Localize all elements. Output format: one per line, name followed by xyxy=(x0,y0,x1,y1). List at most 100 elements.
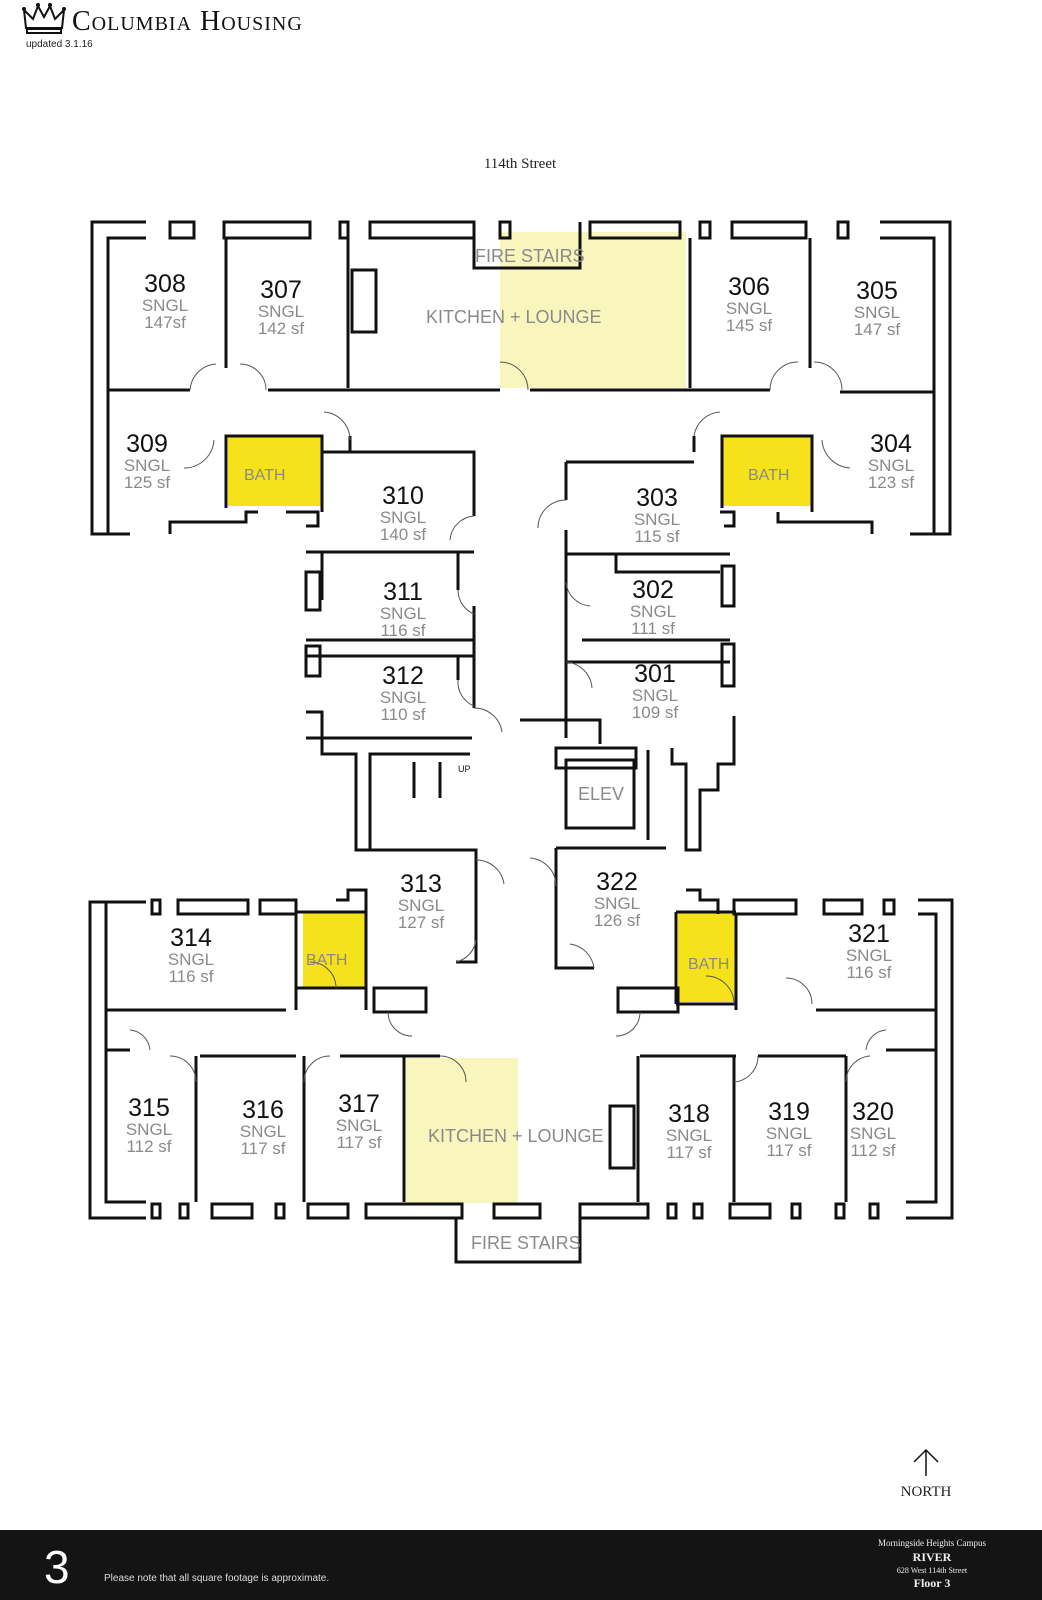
room-number: 307 xyxy=(260,276,302,304)
room-type: SNGL xyxy=(631,686,679,705)
room-number: 310 xyxy=(382,482,424,510)
fire-stairs-bottom-label: FIRE STAIRS xyxy=(471,1233,581,1253)
room-number: 320 xyxy=(852,1098,894,1126)
room-number: 316 xyxy=(242,1096,284,1124)
room-sf: 109 sf xyxy=(631,703,679,722)
footer-bar: 3 Please note that all square footage is… xyxy=(0,1530,1042,1600)
room-sf: 126 sf xyxy=(593,911,641,930)
floor-number: 3 xyxy=(44,1541,70,1593)
floor-plan xyxy=(88,220,954,1264)
room-type: SNGL xyxy=(867,456,915,475)
room-sf: 147 sf xyxy=(853,320,901,339)
room-sf: 116 sf xyxy=(168,967,214,986)
room-number: 314 xyxy=(170,924,212,952)
room-type: SNGL xyxy=(725,299,773,318)
bath-bottom-left-label: BATH xyxy=(306,952,348,969)
room-319: 319 SNGL 117 sf xyxy=(752,1098,826,1160)
room-306: 306 SNGL 145 sf xyxy=(712,273,786,335)
room-type: SNGL xyxy=(335,1116,383,1135)
campus-name: Morningside Heights Campus xyxy=(878,1538,986,1548)
room-321: 321 SNGL 116 sf xyxy=(832,920,906,982)
room-303: 303 SNGL 115 sf xyxy=(620,484,694,546)
updated-date: updated 3.1.16 xyxy=(26,39,93,50)
room-sf: 145 sf xyxy=(725,316,773,335)
room-sf: 111 sf xyxy=(631,619,675,638)
room-sf: 147sf xyxy=(144,313,186,332)
room-number: 303 xyxy=(636,484,678,512)
building-info: Morningside Heights Campus RIVER 628 Wes… xyxy=(842,1538,1022,1591)
room-type: SNGL xyxy=(257,302,305,321)
room-number: 321 xyxy=(848,920,890,948)
room-sf: 116 sf xyxy=(380,621,426,640)
room-308: 308 SNGL 147sf xyxy=(128,270,202,332)
north-indicator: NORTH xyxy=(900,1447,952,1501)
bath-top-left-label: BATH xyxy=(244,467,286,484)
room-number: 311 xyxy=(383,578,423,606)
room-312: 312 SNGL 110 sf xyxy=(366,664,440,724)
room-type: SNGL xyxy=(665,1126,713,1145)
room-type: SNGL xyxy=(629,602,677,621)
room-number: 308 xyxy=(144,270,186,298)
room-type: SNGL xyxy=(379,688,427,707)
bath-top-right-label: BATH xyxy=(748,467,790,484)
crown-icon xyxy=(22,2,66,41)
room-sf: 142 sf xyxy=(257,319,305,338)
kitchen-lounge-top-label: KITCHEN + LOUNGE xyxy=(426,307,602,327)
room-311: 311 SNGL 116 sf xyxy=(366,578,440,640)
footnote: Please note that all square footage is a… xyxy=(104,1573,330,1584)
bath-fill-bl xyxy=(303,912,365,988)
room-sf: 123 sf xyxy=(867,473,915,492)
room-313: 313 SNGL 127 sf xyxy=(384,872,458,932)
room-type: SNGL xyxy=(845,946,893,965)
room-sf: 112 sf xyxy=(850,1141,896,1160)
room-302: 302 SNGL 111 sf xyxy=(616,578,690,638)
room-sf: 127 sf xyxy=(397,913,445,932)
room-number: 301 xyxy=(634,660,676,688)
room-315: 315 SNGL 112 sf xyxy=(112,1094,186,1156)
room-sf: 115 sf xyxy=(634,527,680,546)
lounge-highlight-top xyxy=(500,232,686,388)
north-label: NORTH xyxy=(900,1484,952,1500)
floor-label: Floor 3 xyxy=(913,1576,951,1590)
room-type: SNGL xyxy=(379,604,427,623)
room-type: SNGL xyxy=(141,296,189,315)
up-label: UP xyxy=(458,764,471,774)
room-sf: 110 sf xyxy=(380,705,426,724)
room-number: 319 xyxy=(768,1098,810,1126)
room-320: 320 SNGL 112 sf xyxy=(836,1098,910,1160)
room-number: 305 xyxy=(856,277,898,305)
room-number: 318 xyxy=(668,1100,710,1128)
room-sf: 116 sf xyxy=(846,963,892,982)
north-arrow-icon xyxy=(911,1448,941,1481)
street-label: 114th Street xyxy=(483,156,557,172)
room-309: 309 SNGL 125 sf xyxy=(110,430,184,492)
room-number: 309 xyxy=(126,430,168,458)
room-number: 306 xyxy=(728,273,770,301)
room-sf: 112 sf xyxy=(126,1137,172,1156)
room-sf: 140 sf xyxy=(379,525,427,544)
room-322: 322 SNGL 126 sf xyxy=(580,868,654,930)
room-type: SNGL xyxy=(849,1124,897,1143)
room-type: SNGL xyxy=(167,950,215,969)
room-318: 318 SNGL 117 sf xyxy=(652,1100,726,1162)
bath-fill-br xyxy=(678,912,736,1002)
room-317: 317 SNGL 117 sf xyxy=(322,1090,396,1152)
room-type: SNGL xyxy=(853,303,901,322)
kitchen-lounge-bottom-label: KITCHEN + LOUNGE xyxy=(428,1126,604,1146)
room-301: 301 SNGL 109 sf xyxy=(618,660,692,722)
bath-fill-tl xyxy=(228,436,322,506)
room-number: 315 xyxy=(128,1094,170,1122)
room-type: SNGL xyxy=(125,1120,173,1139)
room-type: SNGL xyxy=(765,1124,813,1143)
room-310: 310 SNGL 140 sf xyxy=(366,482,440,544)
room-type: SNGL xyxy=(593,894,641,913)
room-314: 314 SNGL 116 sf xyxy=(154,924,228,986)
room-type: SNGL xyxy=(239,1122,287,1141)
room-number: 317 xyxy=(338,1090,380,1118)
room-number: 304 xyxy=(870,430,912,458)
building-address: 628 West 114th Street xyxy=(896,1566,968,1575)
brand-title: Columbia Housing xyxy=(72,6,303,37)
room-305: 305 SNGL 147 sf xyxy=(840,277,914,339)
room-type: SNGL xyxy=(379,508,427,527)
room-number: 322 xyxy=(596,868,638,896)
